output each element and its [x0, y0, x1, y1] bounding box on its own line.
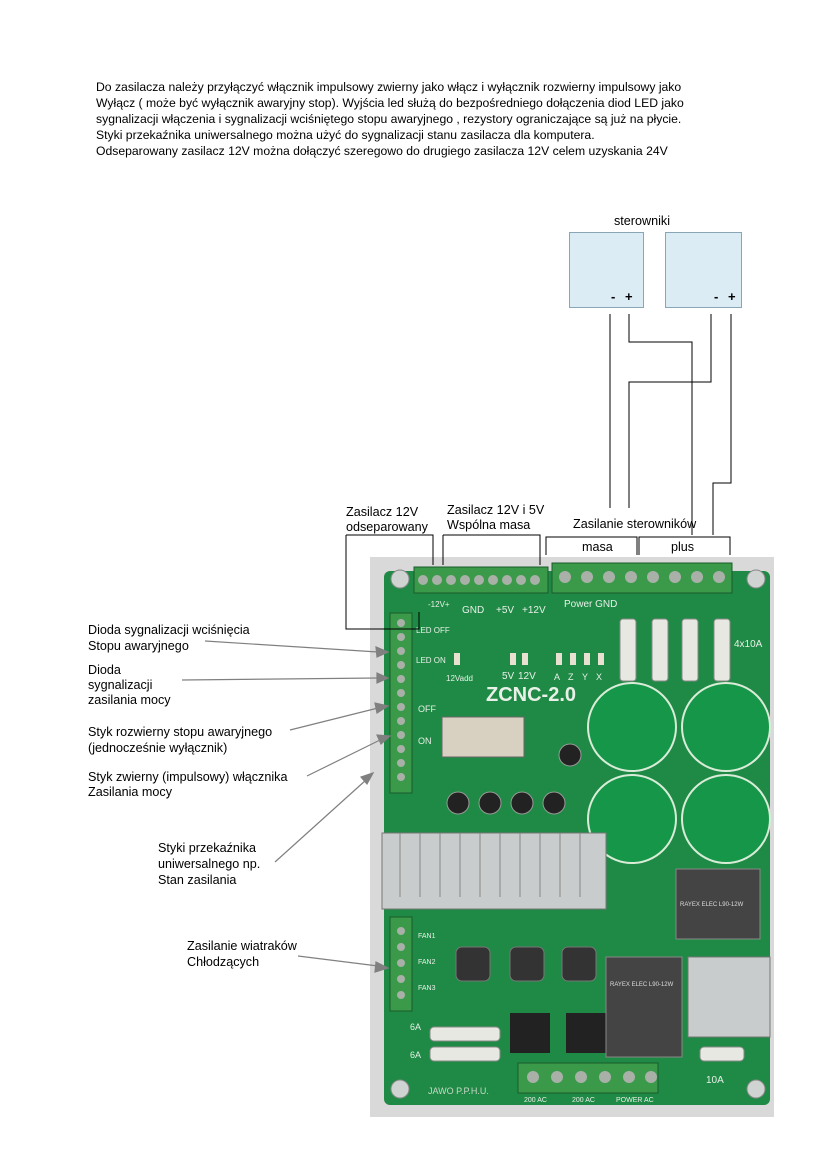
- pcb-axis-x: X: [596, 672, 603, 682]
- pcb-led-12vadd: 12Vadd: [446, 674, 473, 683]
- pcb-led-on: LED ON: [416, 656, 446, 665]
- pcb-fan2: FAN2: [418, 959, 436, 966]
- pcb-power-ac: POWER AC: [616, 1097, 654, 1104]
- pcb-led-off: LED OFF: [416, 626, 450, 635]
- pcb-fuses-label: 4x10A: [734, 639, 763, 650]
- label-fans-1: Zasilanie wiatraków: [187, 939, 297, 953]
- controller-box-2: - +: [665, 232, 742, 308]
- pcb-maker: JAWO P.P.H.U.: [428, 1086, 489, 1096]
- pcb-relay-main: RAYEX ELEC L90-12W: [680, 902, 744, 908]
- controller-1-plus: +: [625, 289, 633, 304]
- label-psu12-5-1: Zasilacz 12V i 5V: [447, 503, 545, 517]
- label-relay-2: uniwersalnego np.: [158, 857, 261, 871]
- pcb-fuse-10a: 10A: [706, 1075, 724, 1086]
- pcb-5v: +5V: [496, 605, 515, 616]
- label-power-led-3: zasilania mocy: [88, 693, 171, 707]
- label-no-2: Zasilania mocy: [88, 785, 172, 799]
- intro-line: Odseparowany zasilacz 12V można dołączyć…: [96, 144, 668, 158]
- pcb-axis-a: A: [554, 672, 561, 682]
- label-psu12-5-2: Wspólna masa: [447, 518, 531, 532]
- pcb-ac200-1: 200 AC: [524, 1097, 547, 1104]
- label-ctrl-power: Zasilanie sterowników: [573, 517, 697, 531]
- intro-line: Wyłącz ( może być wyłącznik awaryjny sto…: [96, 96, 684, 110]
- pcb-fuse-6a-1: 6A: [410, 1022, 422, 1032]
- label-relay-3: Stan zasilania: [158, 873, 237, 887]
- intro-text: Do zasilacza należy przyłączyć włącznik …: [96, 79, 776, 159]
- label-fans-2: Chłodzących: [187, 955, 260, 969]
- label-estop-led-1: Dioda sygnalizacji wciśnięcia: [88, 623, 250, 637]
- pcb-off: OFF: [418, 704, 436, 714]
- intro-line: Do zasilacza należy przyłączyć włącznik …: [96, 80, 682, 94]
- controller-2-plus: +: [728, 289, 736, 304]
- pcb-illustration: [370, 557, 774, 1117]
- pcb-led-12v: 12V: [518, 671, 536, 682]
- pcb-led-5v: 5V: [502, 671, 515, 682]
- pcb-header-12v: -12V+: [428, 600, 450, 609]
- pcb-ac200-2: 200 AC: [572, 1097, 595, 1104]
- pcb-power-gnd: Power GND: [564, 599, 618, 610]
- label-power-led-1: Dioda: [88, 663, 121, 677]
- label-nc-1: Styk rozwierny stopu awaryjnego: [88, 725, 273, 739]
- controller-1-minus: -: [611, 289, 616, 304]
- label-no-1: Styk zwierny (impulsowy) włącznika: [88, 770, 288, 784]
- intro-line: Styki przekaźnika uniwersalnego można uż…: [96, 128, 595, 142]
- pcb-model: ZCNC-2.0: [486, 684, 577, 706]
- pcb-photo: -12V+ GND +5V +12V Power GND 12Vadd 5V 1…: [370, 557, 774, 1117]
- pcb-fuse-6a-2: 6A: [410, 1050, 422, 1060]
- label-psu12-sep-2: odseparowany: [346, 520, 428, 534]
- pcb-on: ON: [418, 736, 432, 746]
- label-estop-led-2: Stopu awaryjnego: [88, 639, 189, 653]
- label-power-led-2: sygnalizacji: [88, 678, 153, 692]
- intro-line: sygnalizacji włączenia i sygnalizacji wc…: [96, 112, 682, 126]
- controller-box-1: - +: [569, 232, 644, 308]
- pcb-fan3: FAN3: [418, 985, 436, 992]
- pcb-gnd: GND: [462, 605, 485, 616]
- label-relay-1: Styki przekaźnika: [158, 841, 256, 855]
- pcb-12v: +12V: [522, 605, 546, 616]
- controllers-title: sterowniki: [614, 214, 670, 228]
- label-plus: plus: [671, 540, 695, 554]
- pcb-relay-small: RAYEX ELEC L90-12W: [610, 982, 674, 988]
- label-ground: masa: [582, 540, 613, 554]
- pcb-fan1: FAN1: [418, 933, 436, 940]
- label-psu12-sep-1: Zasilacz 12V: [346, 505, 419, 519]
- controller-2-minus: -: [714, 289, 719, 304]
- pcb-axis-z: Z: [568, 672, 574, 682]
- pcb-axis-y: Y: [582, 672, 589, 682]
- label-nc-2: (jednocześnie wyłącznik): [88, 741, 228, 755]
